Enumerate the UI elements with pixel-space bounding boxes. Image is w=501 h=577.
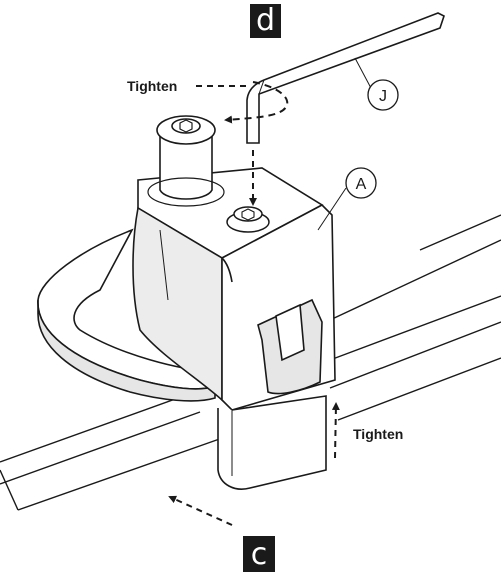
step-badge-d: d: [250, 4, 281, 38]
allen-key-icon: [246, 12, 445, 144]
clamp-post: [147, 115, 225, 207]
tighten-label-top: Tighten: [127, 78, 178, 94]
svg-text:A: A: [356, 176, 367, 193]
base-plate: [37, 228, 216, 402]
rotation-arrow-icon: [224, 81, 289, 124]
part-label-a: A: [345, 167, 377, 199]
desk-rail: [0, 214, 501, 511]
tighten-label-right: Tighten: [353, 426, 404, 442]
callout-leaders: [317, 57, 373, 231]
svg-text:J: J: [379, 88, 387, 105]
direction-arrow-icon: [168, 85, 340, 526]
step-badge-c: c: [243, 536, 275, 572]
bolt-icon: [226, 206, 270, 233]
part-label-j: J: [367, 79, 399, 111]
